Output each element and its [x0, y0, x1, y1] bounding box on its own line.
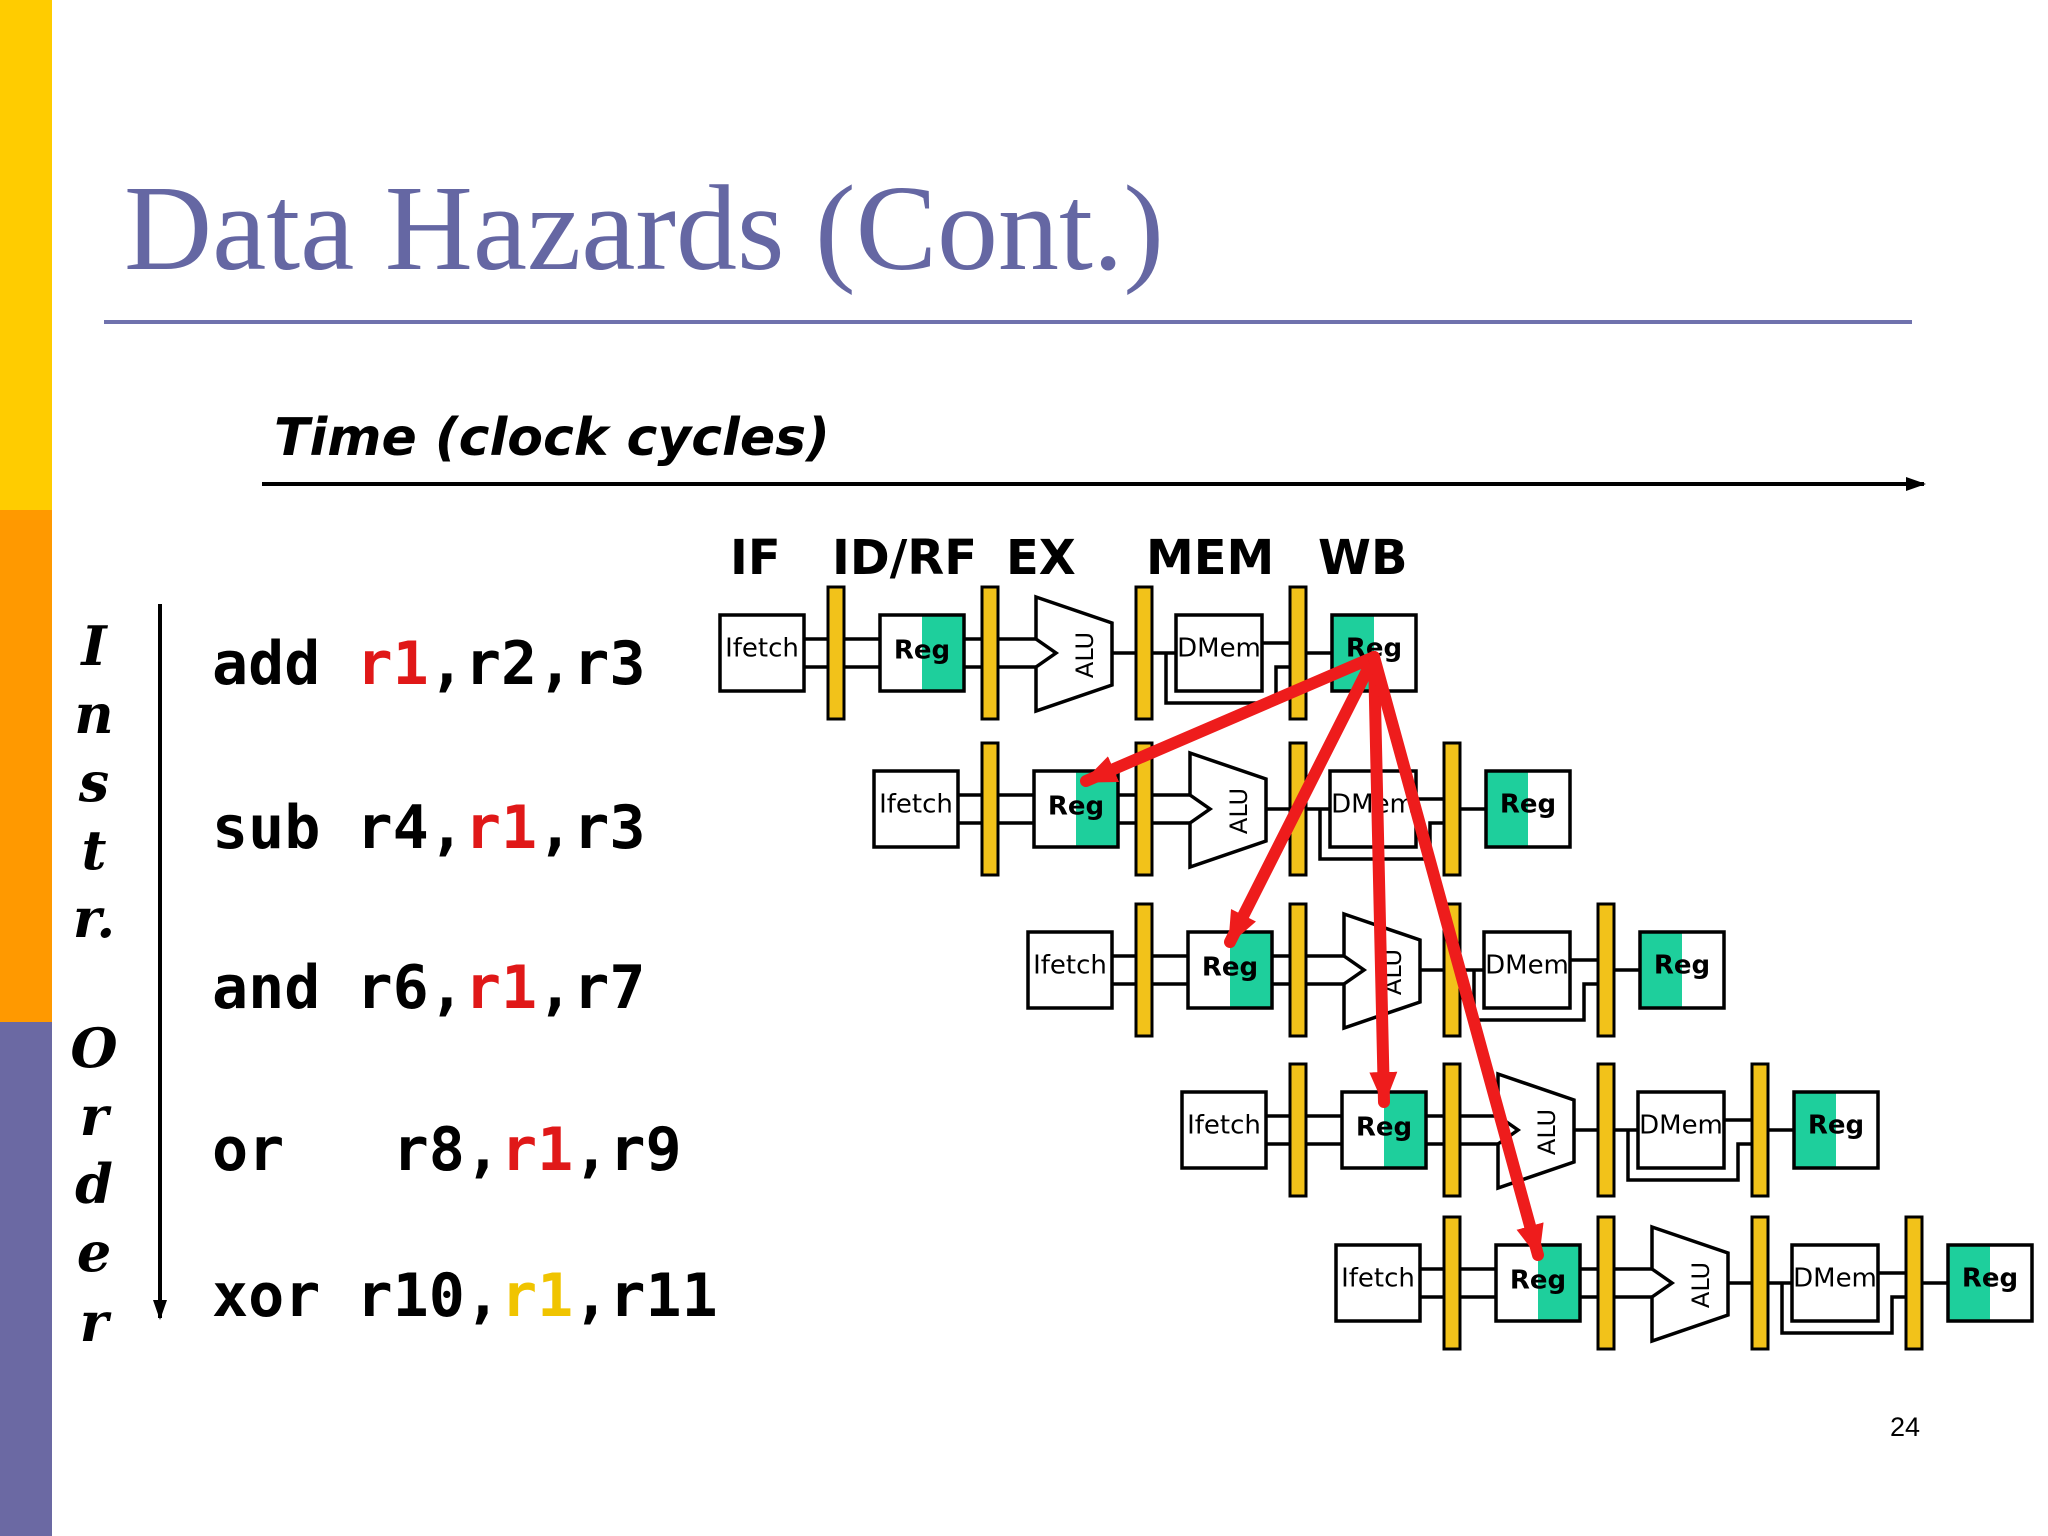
- stage-header-id-rf: ID/RF: [832, 530, 977, 586]
- reg-label: Reg: [1048, 792, 1104, 822]
- ifetch-block: [718, 613, 806, 693]
- pipeline-latch: [1288, 902, 1308, 1038]
- pipeline-latch: [980, 741, 1000, 877]
- forwarding-arrow: [1080, 651, 1380, 787]
- pipeline-row: Ifetch Reg ALU DMem Reg: [1334, 1215, 2034, 1351]
- forwarding-arrow: [1224, 651, 1380, 948]
- reg-label: Reg: [1962, 1264, 2018, 1294]
- pipeline-latch: [1596, 1215, 1616, 1351]
- title-divider: [104, 320, 1912, 324]
- reg-label: Reg: [894, 636, 950, 666]
- pipeline-latch: [1442, 1215, 1462, 1351]
- page-number: 24: [1890, 1412, 1921, 1442]
- dmem-block: [1790, 1243, 1880, 1323]
- dmem-label: DMem: [1793, 1264, 1877, 1294]
- ifetch-block: [872, 769, 960, 849]
- dmem-label: DMem: [1485, 951, 1569, 981]
- pipeline-latch: [1442, 1062, 1462, 1198]
- hazard-register: r1: [464, 793, 538, 863]
- alu-block: [1650, 1224, 1730, 1344]
- reg-read-outline: [1032, 769, 1120, 849]
- pipeline-row: Ifetch Reg ALU DMem Reg: [1180, 1062, 1880, 1198]
- accent-band-yellow: [0, 0, 52, 510]
- hazard-register: r1: [501, 1261, 574, 1331]
- pipeline-latch: [1904, 1215, 1924, 1351]
- ifetch-block: [1026, 930, 1114, 1010]
- stage-header-ex: EX: [1006, 530, 1076, 586]
- dmem-block: [1174, 613, 1264, 693]
- pipeline-latch: [1442, 741, 1462, 877]
- ifetch-block: [1334, 1243, 1422, 1323]
- ifetch-label: Ifetch: [1187, 1111, 1261, 1141]
- bypass-wire: [1780, 1283, 1909, 1335]
- pipeline-latch: [1596, 1062, 1616, 1198]
- hazard-register: r1: [356, 629, 429, 699]
- instruction-xor: xor r10,r1,r11: [212, 1261, 718, 1331]
- reg-write-highlight: [1640, 932, 1682, 1008]
- alu-label: ALU: [1533, 1109, 1561, 1155]
- reg-write-highlight: [1794, 1092, 1836, 1168]
- pipeline-latch: [1750, 1062, 1770, 1198]
- slide-title: Data Hazards (Cont.): [124, 161, 1164, 296]
- alu-label: ALU: [1687, 1262, 1715, 1308]
- stage-header-mem: MEM: [1146, 530, 1275, 586]
- hazard-register: r1: [464, 953, 538, 1023]
- reg-write-outline: [1638, 930, 1726, 1010]
- reg-write-highlight: [1948, 1245, 1990, 1321]
- ifetch-block: [1180, 1090, 1268, 1170]
- ifetch-label: Ifetch: [725, 634, 799, 664]
- pipeline-latch: [1134, 902, 1154, 1038]
- alu-label: ALU: [1225, 788, 1253, 834]
- reg-write-outline: [1792, 1090, 1880, 1170]
- bypass-wire: [1626, 1130, 1755, 1182]
- hazard-register: r1: [501, 1115, 574, 1185]
- ifetch-label: Ifetch: [1033, 951, 1107, 981]
- stage-header-wb: WB: [1318, 530, 1408, 586]
- forwarding-arrow: [1368, 651, 1544, 1261]
- dmem-block: [1482, 930, 1572, 1010]
- reg-label: Reg: [1500, 790, 1556, 820]
- reg-label: Reg: [1654, 951, 1710, 981]
- alu-block: [1188, 750, 1268, 870]
- dmem-block: [1636, 1090, 1726, 1170]
- instruction-sub: sub r4,r1,r3: [212, 793, 646, 863]
- pipeline-latch: [980, 585, 1000, 721]
- instruction-add: add r1,r2,r3: [212, 629, 646, 699]
- instruction-or: or r8,r1,r9: [212, 1115, 682, 1185]
- reg-label: Reg: [1510, 1266, 1566, 1296]
- reg-write-outline: [1484, 769, 1572, 849]
- alu-block: [1034, 594, 1114, 714]
- reg-label: Reg: [1808, 1111, 1864, 1141]
- pipeline-latch: [1750, 1215, 1770, 1351]
- time-axis-label: Time (clock cycles): [274, 408, 830, 468]
- pipeline-latch: [1134, 585, 1154, 721]
- pipeline-latch: [1134, 741, 1154, 877]
- reg-write-highlight: [1486, 771, 1528, 847]
- accent-band-purple: [0, 1022, 52, 1536]
- instruction-and: and r6,r1,r7: [212, 953, 646, 1023]
- reg-read-outline: [878, 613, 966, 693]
- dmem-label: DMem: [1639, 1111, 1723, 1141]
- pipeline-latch: [1288, 1062, 1308, 1198]
- pipeline-latch: [1288, 585, 1308, 721]
- pipeline-latch: [1596, 902, 1616, 1038]
- reg-read-highlight: [1538, 1245, 1580, 1321]
- dmem-label: DMem: [1177, 634, 1261, 664]
- reg-label: Reg: [1356, 1113, 1412, 1143]
- forwarding-arrow: [1368, 651, 1398, 1108]
- ifetch-label: Ifetch: [1341, 1264, 1415, 1294]
- ifetch-label: Ifetch: [879, 790, 953, 820]
- stage-header-if: IF: [730, 530, 781, 586]
- alu-label: ALU: [1071, 632, 1099, 678]
- reg-label: Reg: [1202, 953, 1258, 983]
- reg-read-highlight: [922, 615, 964, 691]
- accent-band-orange: [0, 510, 52, 1022]
- pipeline-latch: [826, 585, 846, 721]
- reg-write-outline: [1946, 1243, 2034, 1323]
